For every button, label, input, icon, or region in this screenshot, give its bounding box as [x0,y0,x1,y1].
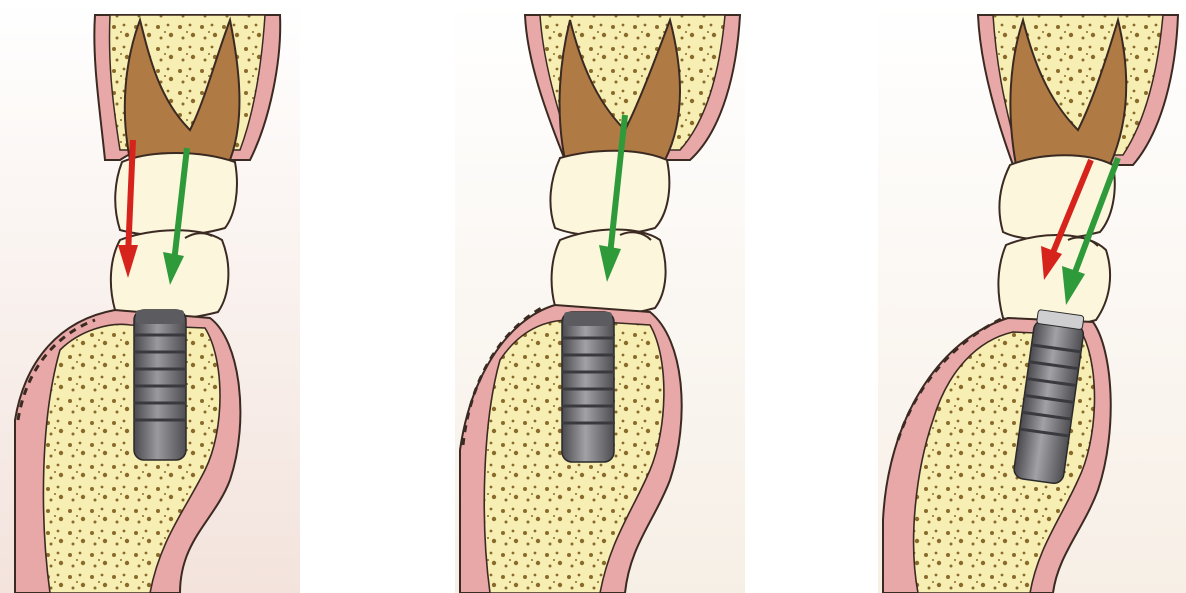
dental-implant [562,312,614,462]
upper-jaw [978,15,1178,165]
upper-jaw [94,15,280,160]
upper-crown [999,155,1114,239]
dental-implant [134,310,186,460]
upper-crown [550,151,669,236]
panel-3-implant-tilted [878,0,1186,593]
panel-1-implant-straight [0,0,300,593]
panel-2-implant-aligned [455,0,745,593]
upper-jaw [525,15,740,160]
